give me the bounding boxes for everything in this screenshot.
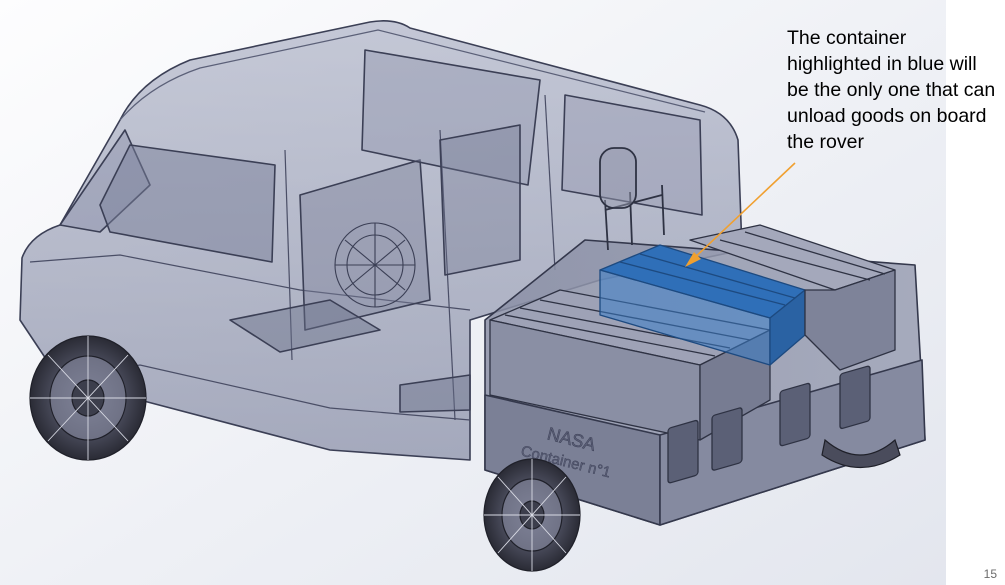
callout-text: The container highlighted in blue will b…	[787, 27, 996, 153]
door-window	[299, 159, 431, 331]
rear-wheel	[483, 458, 581, 572]
cargo-containers	[489, 147, 896, 484]
cad-render-viewport: NASA Container n°1	[0, 0, 946, 585]
interior-spare-wheel	[334, 222, 416, 308]
front-wheel	[29, 335, 147, 461]
rear-right-wheel	[821, 438, 901, 469]
callout-arrow	[685, 162, 796, 267]
cabin-body	[19, 20, 743, 461]
highlighted-container	[599, 244, 806, 366]
front-side-window	[99, 144, 276, 263]
container-latches	[667, 365, 871, 484]
rover-cad-model: NASA Container n°1	[0, 0, 946, 585]
rear-window	[361, 49, 541, 186]
slide-page-number: 15	[983, 567, 997, 581]
loading-rail	[599, 147, 665, 251]
